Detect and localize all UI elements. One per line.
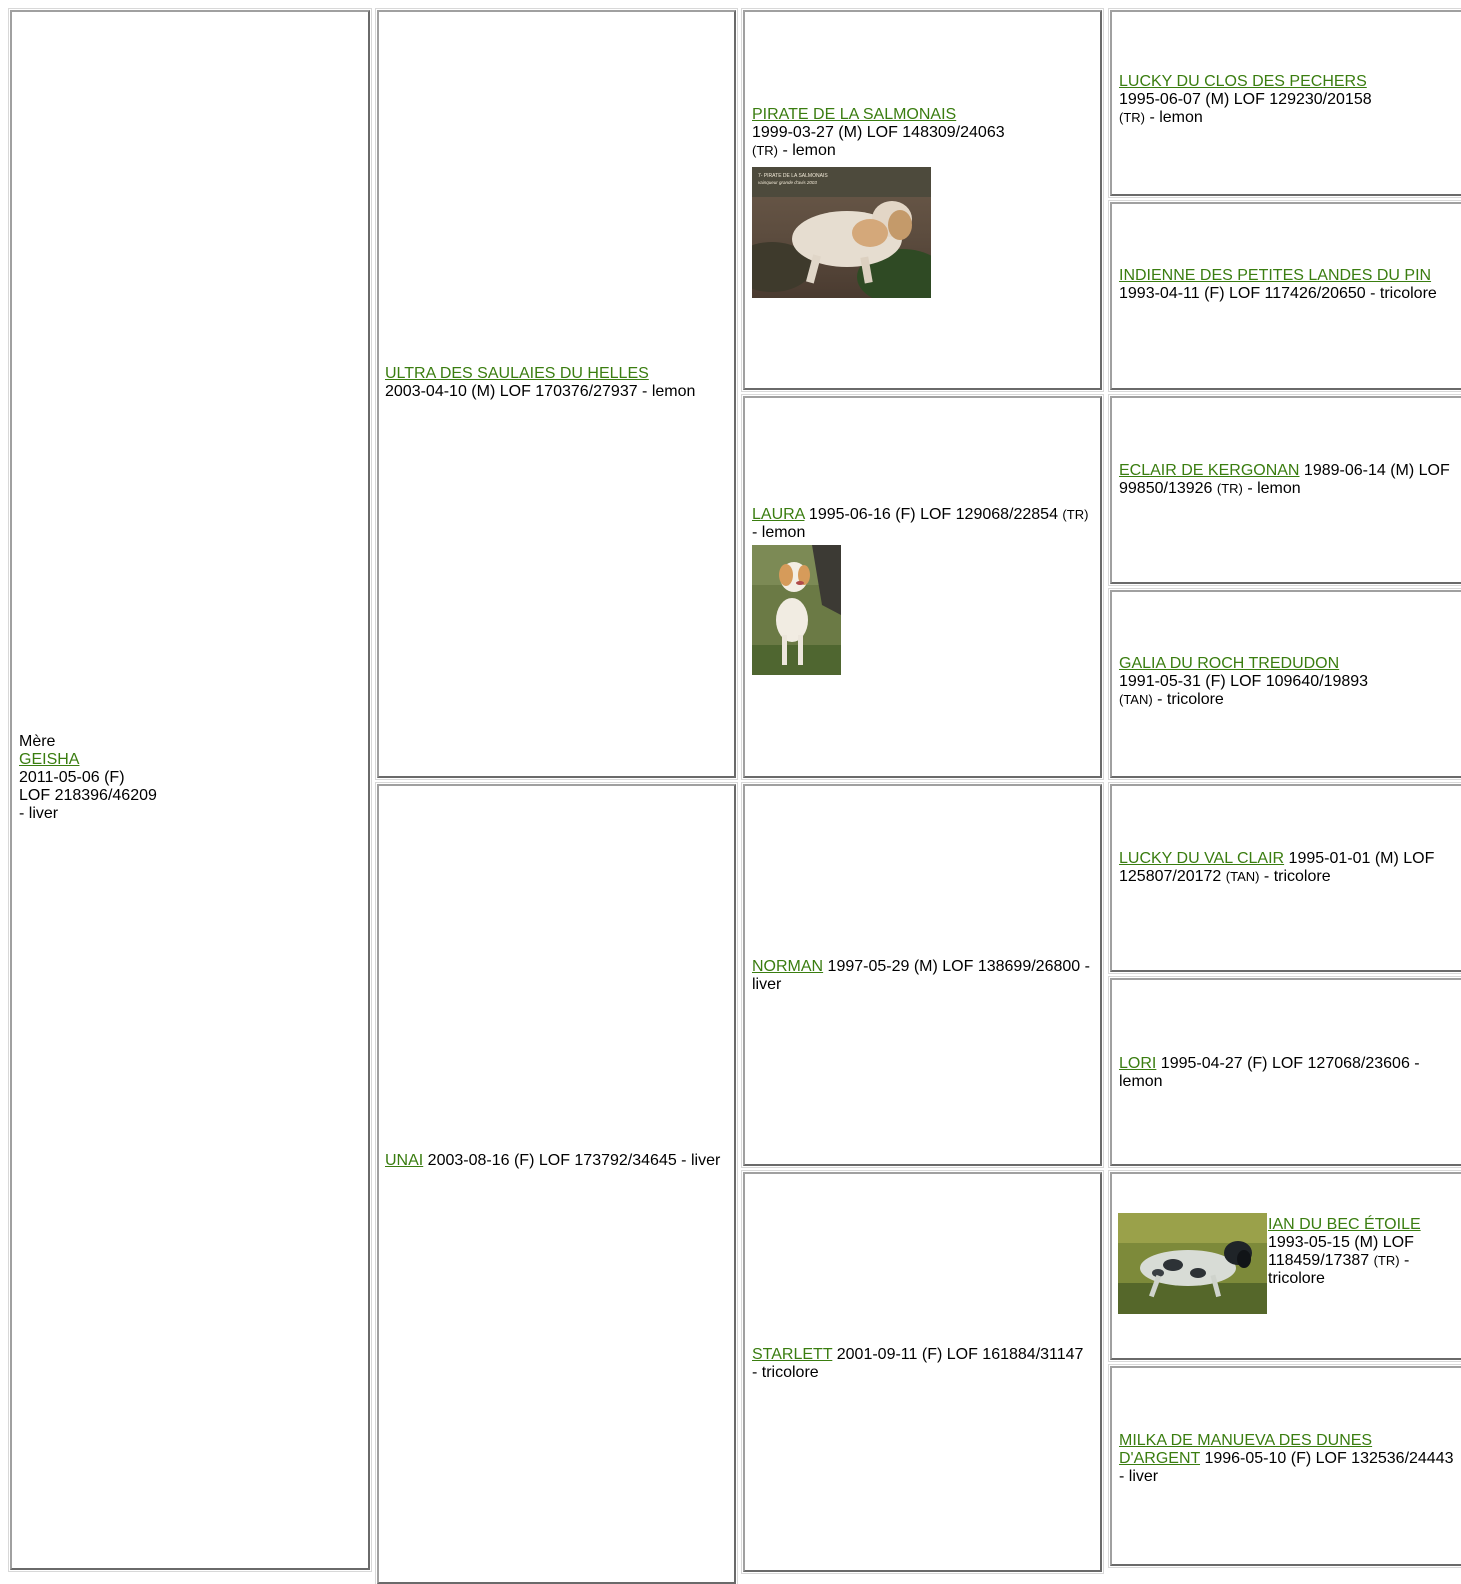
mere-color: - liver bbox=[19, 805, 59, 822]
lori-name-link[interactable]: LORI bbox=[1119, 1055, 1157, 1072]
pirate-type: (TR) bbox=[752, 143, 778, 158]
pirate-photo-image: 7- PIRATE DE LA SALMONAIS vainqueur gran… bbox=[752, 167, 931, 298]
starlett-name-link[interactable]: STARLETT bbox=[752, 1346, 833, 1363]
lucky-clos-type: (TR) bbox=[1119, 110, 1145, 125]
mere-role-label: Mère bbox=[19, 733, 56, 750]
pedigree-cell-eclair bbox=[1108, 394, 1461, 586]
ian-type: (TR) bbox=[1373, 1253, 1400, 1268]
unai-details: 2003-08-16 (F) LOF 173792/34645 - liver bbox=[423, 1152, 721, 1169]
eclair-info: ECLAIR DE KERGONAN 1989-06-14 (M) LOF 99… bbox=[1119, 462, 1454, 498]
ultra-name-link[interactable]: ULTRA DES SAULAIES DU HELLES bbox=[385, 365, 649, 382]
lucky-val-info: LUCKY DU VAL CLAIR 1995-01-01 (M) LOF 12… bbox=[1119, 850, 1454, 886]
laura-name-link[interactable]: LAURA bbox=[752, 506, 805, 523]
eclair-type: (TR) bbox=[1216, 481, 1243, 496]
milka-info: MILKA DE MANUEVA DES DUNES D'ARGENT 1996… bbox=[1119, 1432, 1454, 1486]
galia-color: - tricolore bbox=[1152, 691, 1224, 708]
starlett-details: 2001-09-11 (F) LOF 161884/31147 - tricol… bbox=[752, 1346, 1084, 1381]
ian-color: - tricolore bbox=[1268, 1252, 1410, 1287]
laura-info: LAURA 1995-06-16 (F) LOF 129068/22854 (T… bbox=[752, 506, 1092, 542]
galia-name-link[interactable]: GALIA DU ROCH TREDUDON bbox=[1119, 655, 1340, 672]
pirate-info: PIRATE DE LA SALMONAIS 1999-03-27 (M) LO… bbox=[752, 106, 1092, 160]
lucky-clos-name-link[interactable]: LUCKY DU CLOS DES PECHERS bbox=[1119, 73, 1367, 90]
mere-info: Mère GEISHA 2011-05-06 (F) LOF 218396/46… bbox=[19, 733, 359, 823]
lucky-clos-info: LUCKY DU CLOS DES PECHERS 1995-06-07 (M)… bbox=[1119, 73, 1454, 127]
pedigree-cell-galia bbox=[1108, 588, 1461, 780]
indienne-details: 1993-04-11 (F) LOF 117426/20650 - tricol… bbox=[1119, 285, 1437, 302]
milka-name-link[interactable]: MILKA DE MANUEVA DES DUNES D'ARGENT bbox=[1119, 1432, 1373, 1467]
ian-details: 1993-05-15 (M) LOF 118459/17387 bbox=[1268, 1234, 1414, 1269]
mere-name-link[interactable]: GEISHA bbox=[19, 751, 80, 768]
milka-details: 1996-05-10 (F) LOF 132536/24443 - liver bbox=[1119, 1450, 1454, 1485]
indienne-info: INDIENNE DES PETITES LANDES DU PIN 1993-… bbox=[1119, 267, 1454, 303]
eclair-color: - lemon bbox=[1242, 480, 1301, 497]
pedigree-cell-lucky-clos bbox=[1108, 8, 1461, 198]
galia-details: 1991-05-31 (F) LOF 109640/19893 bbox=[1119, 673, 1369, 690]
galia-info: GALIA DU ROCH TREDUDON 1991-05-31 (F) LO… bbox=[1119, 655, 1454, 709]
pedigree-cell-unai bbox=[375, 782, 738, 1584]
eclair-name-link[interactable]: ECLAIR DE KERGONAN bbox=[1119, 462, 1300, 479]
lucky-clos-details: 1995-06-07 (M) LOF 129230/20158 bbox=[1119, 91, 1372, 108]
pirate-color: - lemon bbox=[778, 142, 836, 159]
ultra-info: ULTRA DES SAULAIES DU HELLES 2003-04-10 … bbox=[385, 365, 730, 401]
lucky-val-details: 1995-01-01 (M) LOF 125807/20172 bbox=[1119, 850, 1435, 885]
unai-info: UNAI 2003-08-16 (F) LOF 173792/34645 - l… bbox=[385, 1152, 730, 1170]
laura-color: - lemon bbox=[752, 524, 806, 541]
pirate-photo-caption: 7- PIRATE DE LA SALMONAIS bbox=[758, 173, 828, 179]
pirate-photo[interactable]: 7- PIRATE DE LA SALMONAIS vainqueur gran… bbox=[752, 167, 931, 298]
lucky-val-name-link[interactable]: LUCKY DU VAL CLAIR bbox=[1119, 850, 1285, 867]
ultra-details: 2003-04-10 (M) LOF 170376/27937 - lemon bbox=[385, 383, 696, 400]
ian-photo[interactable] bbox=[1118, 1213, 1267, 1314]
mere-birth: 2011-05-06 (F) bbox=[19, 769, 125, 786]
indienne-name-link[interactable]: INDIENNE DES PETITES LANDES DU PIN bbox=[1119, 267, 1432, 284]
laura-photo-image bbox=[752, 545, 841, 675]
pedigree-cell-pirate bbox=[741, 8, 1104, 392]
norman-name-link[interactable]: NORMAN bbox=[752, 958, 824, 975]
pedigree-cell-ian bbox=[1108, 1170, 1461, 1362]
laura-details: 1995-06-16 (F) LOF 129068/22854 bbox=[804, 506, 1063, 523]
norman-info: NORMAN 1997-05-29 (M) LOF 138699/26800 -… bbox=[752, 958, 1092, 994]
norman-details: 1997-05-29 (M) LOF 138699/26800 - liver bbox=[752, 958, 1090, 993]
galia-type: (TAN) bbox=[1119, 692, 1153, 707]
mere-registration: LOF 218396/46209 bbox=[19, 787, 157, 804]
lori-details: 1995-04-27 (F) LOF 127068/23606 - lemon bbox=[1119, 1055, 1420, 1090]
pirate-photo-caption-2: vainqueur grande d'avis 2003 bbox=[758, 180, 817, 185]
eclair-details: 1989-06-14 (M) LOF 99850/13926 bbox=[1119, 462, 1450, 497]
pedigree-cell-norman bbox=[741, 782, 1104, 1168]
pedigree-cell-ultra bbox=[375, 8, 738, 780]
laura-type: (TR) bbox=[1062, 507, 1089, 522]
lucky-val-color: - tricolore bbox=[1259, 868, 1331, 885]
pedigree-cell-lucky-val bbox=[1108, 782, 1461, 974]
pedigree-cell-laura bbox=[741, 394, 1104, 780]
pedigree-cell-lori bbox=[1108, 976, 1461, 1168]
lori-info: LORI 1995-04-27 (F) LOF 127068/23606 - l… bbox=[1119, 1055, 1454, 1091]
lucky-clos-color: - lemon bbox=[1145, 109, 1203, 126]
lucky-val-type: (TAN) bbox=[1225, 869, 1260, 884]
ian-name-link[interactable]: IAN DU BEC ÉTOILE bbox=[1268, 1216, 1421, 1233]
starlett-info: STARLETT 2001-09-11 (F) LOF 161884/31147… bbox=[752, 1346, 1092, 1382]
pirate-name-link[interactable]: PIRATE DE LA SALMONAIS bbox=[752, 106, 957, 123]
pedigree-cell-indienne bbox=[1108, 200, 1461, 392]
unai-name-link[interactable]: UNAI bbox=[385, 1152, 424, 1169]
pirate-details: 1999-03-27 (M) LOF 148309/24063 bbox=[752, 124, 1005, 141]
laura-photo[interactable] bbox=[752, 545, 841, 675]
ian-info: IAN DU BEC ÉTOILE 1993-05-15 (M) LOF 118… bbox=[1268, 1216, 1458, 1288]
ian-photo-image bbox=[1118, 1213, 1267, 1314]
